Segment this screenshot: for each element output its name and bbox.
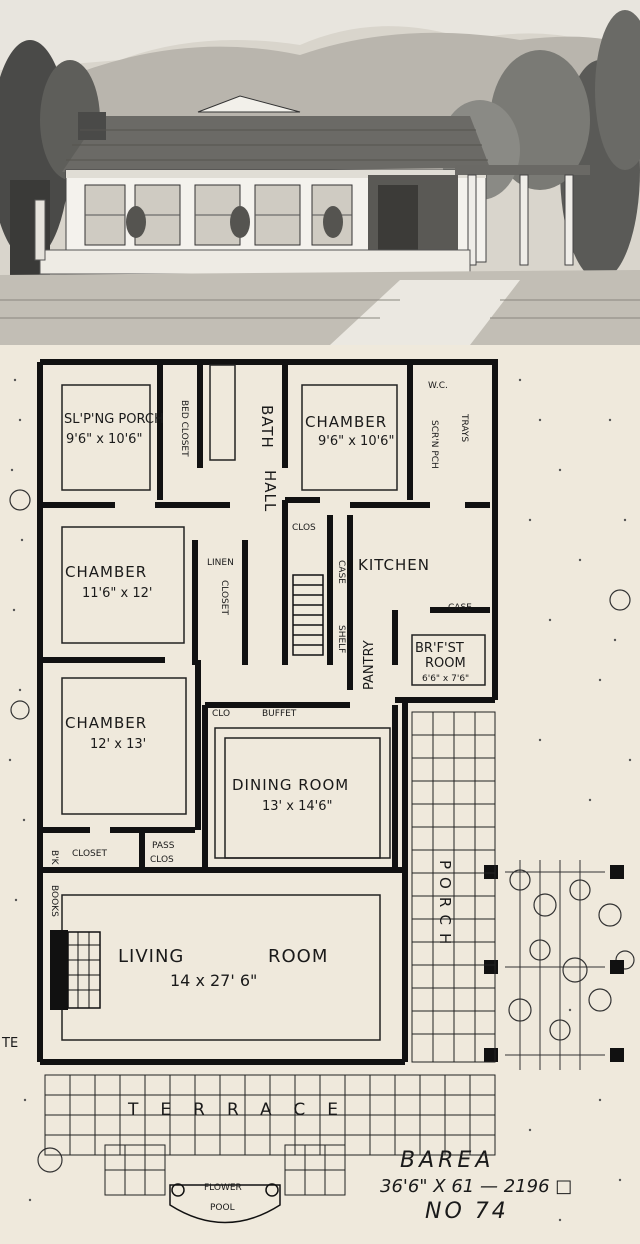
roof [62,116,490,172]
linen-label: LINEN [207,558,234,568]
clo-label: CLO [212,709,230,719]
chamber-mid-dim: 11'6" x 12' [82,586,152,601]
house-engraving [0,0,640,345]
porch-tiles [411,711,496,1063]
stairs [292,574,324,656]
flower-pool [169,1183,281,1224]
clos-hall-label: CLOS [292,523,316,533]
bed-closet-label: BED CLOSET [179,400,189,457]
living-label: LIVING [118,946,184,967]
breakfast-label: BR'F'ST [415,641,464,656]
closet-sw-label: CLOSET [72,849,107,859]
case-kitchen-label: CASE [448,603,472,613]
pergola-posts [484,865,624,1062]
plan-size: 36'6" X 61 — 2196 □ [380,1176,572,1197]
chamber-ne-label: CHAMBER [305,413,387,431]
walls [37,359,498,1065]
terrace-tiles [44,1074,496,1196]
books-label: BOOKS [49,885,59,917]
pergola [455,165,590,175]
breakfast-room-label: ROOM [425,656,466,671]
trays-label: TRAYS [459,413,469,442]
buffet-label: BUFFET [262,709,297,719]
living-room-label: ROOM [268,946,328,967]
dining-dim: 13' x 14'6" [262,799,332,814]
living-dim: 14 x 27' 6" [170,971,257,990]
plan-name: BAREA [400,1148,494,1173]
chamber-sw-dim: 12' x 13' [90,737,146,752]
breakfast-dim: 6'6" x 7'6" [422,674,469,684]
bath-label: BATH [258,405,276,449]
gate-label: TE [1,1036,18,1051]
dining-room-label: DINING ROOM [232,776,349,794]
shelf-label: SHELF [336,625,346,653]
room-outlines [61,364,486,1041]
flower-label: FLOWER [204,1183,242,1193]
chamber-sw-label: CHAMBER [65,714,147,732]
plan-number: NO 74 [425,1199,509,1224]
terrace-label: TERRACE [127,1100,360,1120]
case-pantry-label: CASE [336,560,346,584]
sleeping-porch-label: SL'P'NG PORCH [64,412,164,427]
chamber-ne-dim: 9'6" x 10'6" [318,434,394,449]
sleeping-porch-dim: 9'6" x 10'6" [66,432,142,447]
chamber-mid-label: CHAMBER [65,563,147,581]
porch-label: PORCH [436,860,454,952]
hall-label: HALL [261,470,279,512]
pool-label: POOL [210,1203,235,1213]
closet-linen-label: CLOSET [219,580,229,615]
pass-label: PASS [152,841,175,851]
screen-porch-label: SCR'N PCH [429,420,439,469]
fireplace [50,930,101,1010]
kitchen-label: KITCHEN [358,556,430,574]
floor-plan: SL'P'NG PORCH 9'6" x 10'6" BED CLOSET BA… [1,359,635,1224]
pass-clos-label: CLOS [150,855,174,865]
garden-stipple [8,378,632,1222]
pantry-label: PANTRY [362,640,377,690]
wc-label: W.C. [428,381,448,391]
chimney [78,112,106,140]
bk-label: B'K [49,850,59,866]
